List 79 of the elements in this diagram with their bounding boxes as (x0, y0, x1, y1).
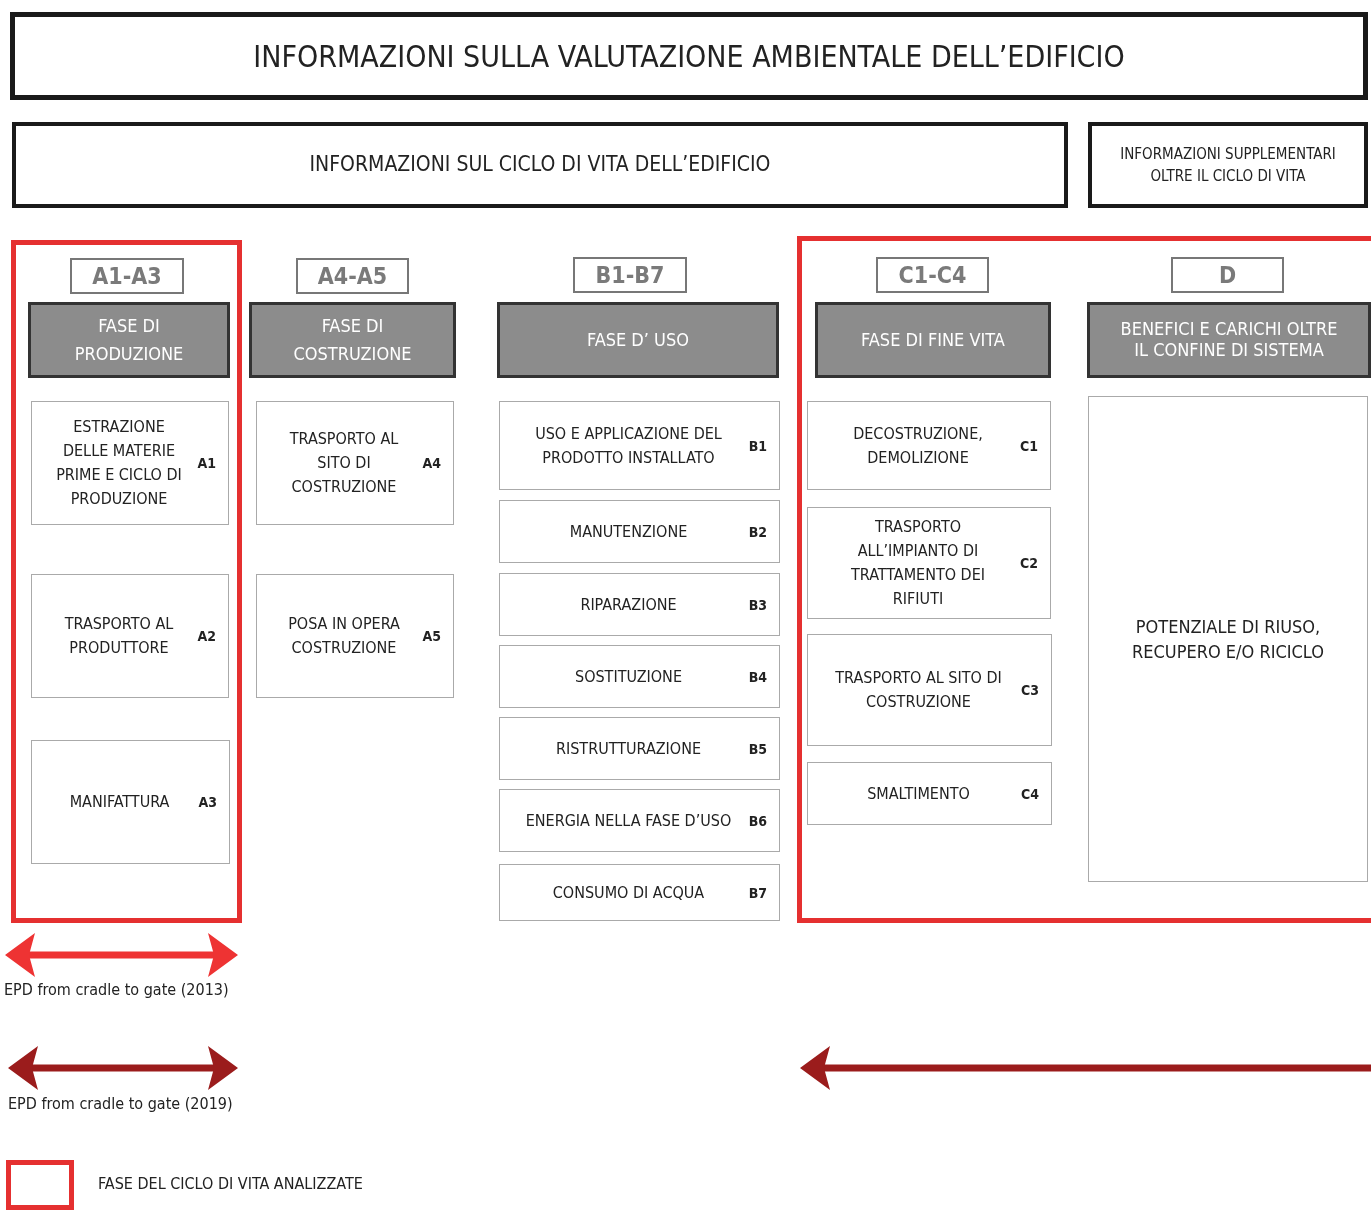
module-code: A1-A3 (92, 261, 162, 291)
box-text: INFORMAZIONI SUL CICLO DI VITA DELL’EDIFICIO (309, 151, 771, 179)
module-text: DECOSTRUZIONE, DEMOLIZIONE (852, 422, 984, 469)
module-code: A1 (197, 455, 216, 471)
module-code: B3 (748, 596, 767, 613)
module-code: B7 (748, 884, 767, 901)
module-text: TRASPORTO AL SITO DI COSTRUZIONE (834, 667, 1003, 713)
module-box (499, 717, 780, 780)
module-text: RIPARAZIONE (579, 593, 678, 616)
range-label: EPD from cradle to gate (2019) (8, 1094, 233, 1113)
module-code: C1 (1020, 437, 1038, 454)
module-tag (573, 257, 687, 293)
module-text: ENERGIA NELLA FASE D’USO (524, 809, 733, 832)
module-text: TRASPORTO ALL’IMPIANTO DI TRATTAMENTO DEI RIFIUTI (850, 516, 986, 610)
module-code: A2 (197, 628, 216, 644)
box-text: FASE DI PRODUZIONE (73, 314, 185, 366)
box-text: FASE D’ USO (585, 329, 690, 351)
module-box (256, 574, 454, 698)
module-code: A3 (198, 794, 217, 810)
module-text: ESTRAZIONE DELLE MATERIE PRIME E CICLO DI PRODUZIONE (55, 416, 183, 510)
legend-text: FASE DEL CICLO DI VITA ANALIZZATE (98, 1174, 363, 1193)
module-box (499, 401, 780, 490)
module-code: C1-C4 (898, 260, 967, 290)
module-code: B6 (748, 812, 767, 829)
module-text: CONSUMO DI ACQUA (551, 881, 706, 904)
module-box (499, 500, 780, 563)
module-code: D (1218, 260, 1237, 290)
module-box (256, 401, 454, 525)
module-box (499, 573, 780, 636)
box-text: INFORMAZIONI SULLA VALUTAZIONE AMBIENTALE DELL’EDIFICIO (253, 37, 1125, 76)
phase-header (28, 302, 230, 378)
module-text: TRASPORTO AL PRODUTTORE (63, 613, 175, 659)
module-tag (876, 257, 989, 293)
module-code: A4 (422, 455, 441, 471)
module-code: C2 (1020, 555, 1038, 571)
module-box (31, 740, 230, 864)
module-box (807, 401, 1051, 490)
module-text: MANIFATTURA (68, 791, 171, 813)
module-code: B5 (748, 740, 767, 757)
module-code: B4 (748, 668, 767, 685)
module-box (807, 634, 1052, 746)
module-text: RISTRUTTURAZIONE (555, 737, 702, 760)
module-text: SOSTITUZIONE (574, 665, 683, 688)
module-text: SMALTIMENTO (866, 782, 971, 805)
module-code: A4-A5 (317, 261, 388, 291)
module-box (807, 507, 1051, 619)
module-text: USO E APPLICAZIONE DEL PRODOTTO INSTALLATO (534, 422, 723, 469)
phase-header (815, 302, 1051, 378)
box-text: FASE DI FINE VITA (860, 329, 1006, 351)
module-box (31, 401, 229, 525)
module-code: C3 (1021, 682, 1039, 698)
module-text: TRASPORTO AL SITO DI COSTRUZIONE (288, 428, 400, 498)
section-box (12, 122, 1068, 208)
box-text: POTENZIALE DI RIUSO, RECUPERO E/O RICICLO (1131, 614, 1325, 664)
module-code: B1 (748, 437, 767, 454)
module-text: MANUTENZIONE (568, 520, 689, 543)
box-text: BENEFICI E CARICHI OLTRE IL CONFINE DI SISTEMA (1119, 319, 1339, 361)
module-code: C4 (1021, 785, 1039, 802)
range-label: EPD from cradle to gate (2013) (4, 980, 229, 999)
box-text: INFORMAZIONI SUPPLEMENTARI OLTRE IL CICLO DI VITA (1119, 143, 1337, 187)
phase-header (1087, 302, 1371, 378)
phase-header (249, 302, 456, 378)
module-box (31, 574, 229, 698)
module-box (807, 762, 1052, 825)
module-box (1088, 396, 1368, 882)
module-code: B2 (748, 523, 767, 540)
module-box (499, 864, 780, 921)
module-text: POSA IN OPERA COSTRUZIONE (287, 613, 401, 659)
module-box (499, 789, 780, 852)
module-code: A5 (422, 628, 441, 644)
phase-header (497, 302, 779, 378)
section-box (1088, 122, 1368, 208)
module-tag (296, 258, 409, 294)
title-box (10, 12, 1368, 100)
module-box (499, 645, 780, 708)
box-text: FASE DI COSTRUZIONE (292, 314, 413, 366)
module-tag (1171, 257, 1284, 293)
module-tag (70, 258, 184, 294)
module-code: B1-B7 (595, 260, 665, 290)
